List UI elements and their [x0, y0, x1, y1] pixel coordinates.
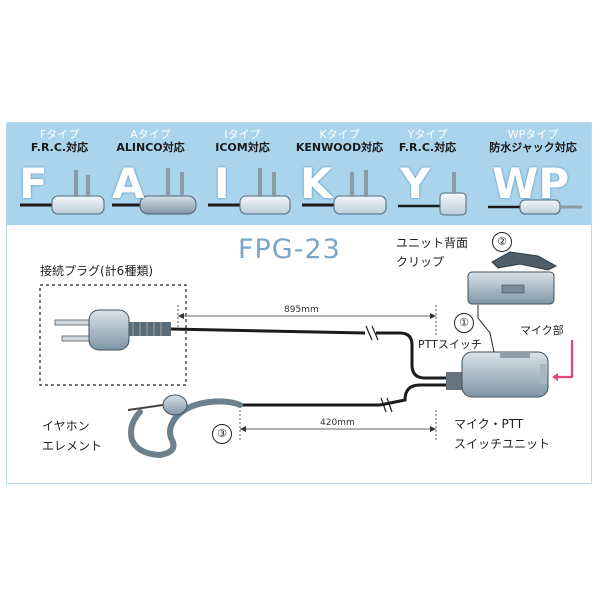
plug-compat-label: F.R.C.対応	[30, 141, 89, 154]
mic-arrow-icon	[556, 340, 574, 379]
mic-ptt-unit-icon	[446, 351, 549, 398]
plug-type-i: Iタイプ ICOM対応	[195, 128, 290, 155]
clip-label-line2: クリップ	[396, 255, 445, 269]
unit-label-line1: マイク・PTT	[454, 417, 524, 431]
plug-letter-wp: WP	[492, 159, 570, 208]
plug-compat-label: 防水ジャック対応	[489, 141, 577, 154]
model-number: FPG-23	[238, 234, 341, 265]
plug-letter-a: A	[112, 159, 145, 208]
plug-k-icon	[302, 170, 387, 215]
plug-type-y: Yタイプ F.R.C.対応	[380, 128, 475, 155]
plug-letter-k: K	[300, 159, 333, 208]
plug-compat-label: ALINCO対応	[116, 141, 185, 154]
plug-type-label: Yタイプ	[407, 128, 448, 141]
mic-part-label: マイク部	[520, 324, 564, 337]
clip-label-line1: ユニット背面	[396, 236, 469, 250]
connector-plug-box	[39, 284, 187, 386]
plug-type-label: WPタイプ	[507, 128, 559, 141]
plug-y-icon	[398, 172, 467, 216]
plug-letter-y: Y	[400, 159, 431, 208]
ptt-switch-label: PTTスイッチ	[418, 338, 482, 351]
plug-a-icon	[112, 168, 197, 215]
earphone-label-line1: イヤホン	[42, 419, 90, 433]
plug-f-icon	[20, 170, 105, 215]
plug-type-wp: WPタイプ 防水ジャック対応	[478, 128, 588, 155]
clip-icon	[467, 251, 558, 305]
earphone-cable	[240, 383, 446, 407]
plug-wp-icon	[488, 199, 582, 215]
callout-1: ①	[454, 313, 474, 333]
main-cable	[170, 327, 366, 335]
callout-3: ③	[212, 424, 232, 444]
plug-compat-label: ICOM対応	[215, 141, 270, 154]
diagram-frame	[6, 122, 592, 484]
earphone-element-icon	[127, 394, 243, 459]
plug-i-icon	[208, 168, 291, 215]
plug-compat-label: KENWOOD対応	[295, 141, 384, 154]
plug-type-label: Fタイプ	[39, 128, 80, 141]
callout-2: ②	[492, 232, 512, 252]
earphone-label-line2: エレメント	[42, 439, 103, 453]
plug-letter-f: F	[19, 159, 48, 208]
plug-type-a: Aタイプ ALINCO対応	[103, 128, 198, 155]
unit-label-line2: スイッチユニット	[454, 437, 551, 451]
main-cable-end	[376, 331, 446, 380]
plug-type-label: Iタイプ	[224, 128, 261, 141]
cable-main-length: 895mm	[284, 305, 319, 315]
cable-ear-length: 420mm	[320, 418, 355, 428]
plug-compat-label: F.R.C.対応	[398, 141, 457, 154]
plug-letter-i: I	[214, 159, 230, 208]
plug-type-f: Fタイプ F.R.C.対応	[12, 128, 107, 155]
connector-plug-label: 接続プラグ(計6種類)	[40, 264, 153, 278]
plug-type-label: Aタイプ	[130, 128, 171, 141]
connector-plug-icon	[54, 309, 171, 351]
plug-type-label: Kタイプ	[319, 128, 360, 141]
plug-type-k: Kタイプ KENWOOD対応	[292, 128, 387, 155]
